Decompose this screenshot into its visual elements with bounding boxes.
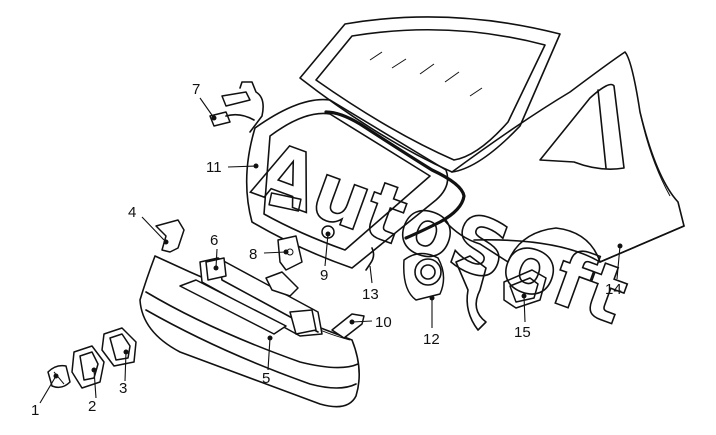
part-13-seal-end: [365, 247, 375, 271]
part-7-trunk-hinge: [209, 81, 264, 133]
leader-lines: [39, 97, 623, 404]
part-2-license-lamp: [71, 345, 105, 389]
part-15-tail-lamp: [503, 269, 547, 309]
callout-15: 15: [514, 324, 531, 341]
rear-quarter-body: [443, 51, 685, 263]
callout-7: 7: [192, 81, 200, 98]
callout-6: 6: [210, 232, 218, 249]
callout-3: 3: [119, 380, 127, 397]
bumper-reinforcement: [199, 257, 323, 337]
inner-panel-bracket: [455, 255, 487, 331]
latch-striker: [265, 271, 299, 297]
callout-11: 11: [206, 159, 222, 176]
energy-absorber: [179, 279, 287, 335]
rear-windshield: [299, 16, 561, 173]
part-8-trunk-latch: [277, 235, 303, 271]
callout-9: 9: [320, 267, 328, 284]
callout-13: 13: [362, 286, 379, 303]
part-3-lamp-housing: [101, 327, 137, 367]
callout-4: 4: [128, 204, 136, 221]
callout-14: 14: [605, 281, 622, 298]
trunk-lid: [245, 98, 449, 269]
callout-12: 12: [423, 331, 440, 348]
callout-2: 2: [88, 398, 96, 415]
callout-1: 1: [31, 402, 39, 419]
part-4-bumper-bracket: [155, 219, 185, 253]
part-10-bumper-clip: [331, 313, 365, 339]
trunk-weatherstrip: [324, 110, 466, 240]
callout-8: 8: [249, 246, 257, 263]
part-12-fuel-filler-door: [403, 252, 445, 301]
callout-labels: 1 2 3 4 5 6 7 8 9 10 11 12 13 14 15: [31, 81, 622, 419]
callout-5: 5: [262, 370, 270, 387]
callout-10: 10: [375, 314, 392, 331]
